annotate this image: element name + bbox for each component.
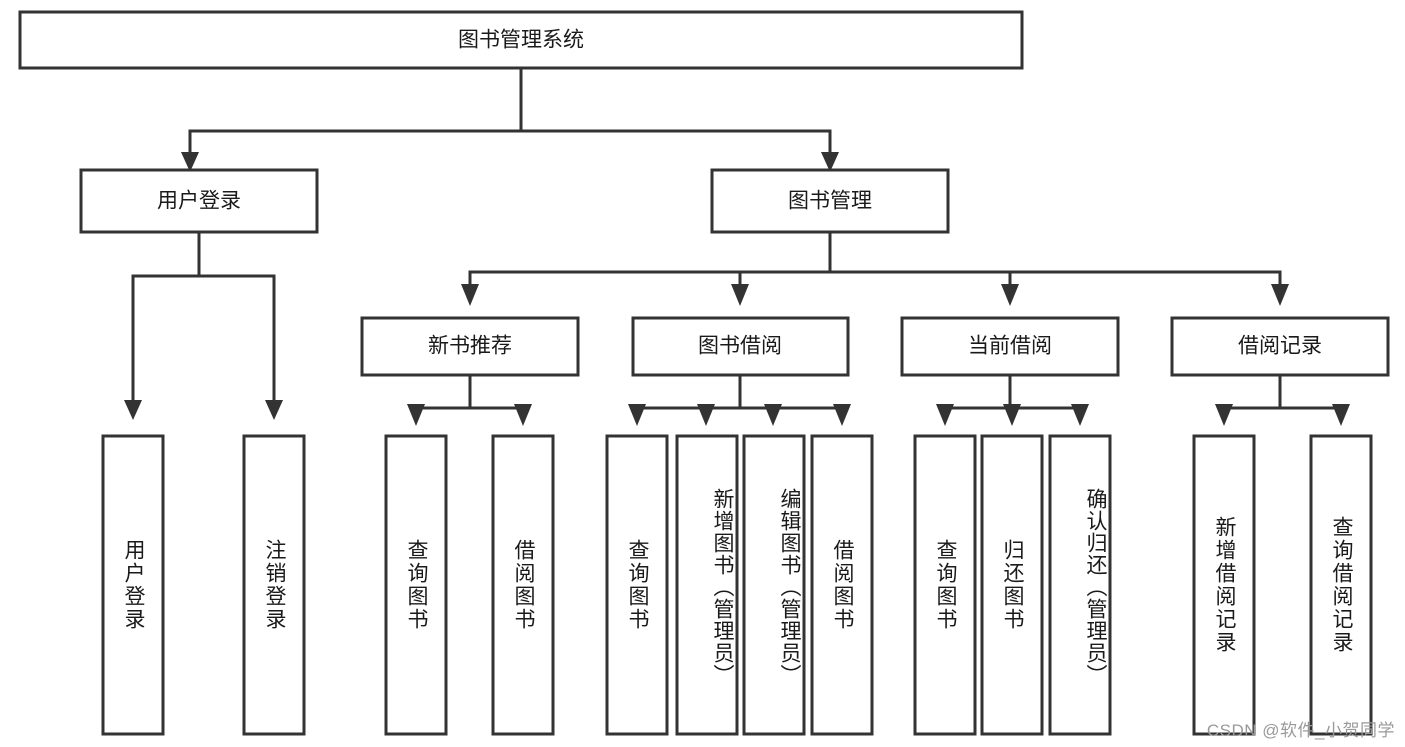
- borrow-record-box[interactable]: [1170, 316, 1390, 377]
- leaf-boxes: [101, 434, 1373, 736]
- leaf-borrow-book-2-box[interactable]: [810, 434, 874, 736]
- connector-bookmgmt-to-level3: [461, 232, 1289, 306]
- node-new-book-recommend[interactable]: 新书推荐: [360, 316, 580, 377]
- current-borrow-box[interactable]: [900, 316, 1120, 377]
- connector-root-to-level2: [181, 68, 839, 172]
- node-book-borrow[interactable]: 图书借阅: [631, 316, 850, 377]
- book-borrow-label: 图书借阅: [698, 335, 782, 358]
- leaf-query-book-2-box[interactable]: [605, 434, 669, 736]
- leaf-add-record-box[interactable]: [1192, 434, 1256, 736]
- node-book-management[interactable]: 图书管理: [710, 168, 950, 234]
- root-label: 图书管理系统: [458, 29, 584, 52]
- connector-newbook-to-leaves: [407, 375, 532, 426]
- book-management-label: 图书管理: [788, 190, 872, 213]
- leaf-edit-book-box[interactable]: [742, 434, 806, 736]
- connector-userlogin-to-leaves: [124, 232, 283, 420]
- node-user-login[interactable]: 用户登录: [79, 168, 319, 234]
- connector-borrowrecord-to-leaves: [1215, 375, 1350, 426]
- connector-currentborrow-to-leaves: [936, 375, 1089, 426]
- leaf-borrow-book-1-box[interactable]: [491, 434, 555, 736]
- new-book-recommend-label: 新书推荐: [428, 335, 512, 358]
- book-management-box[interactable]: [710, 168, 950, 234]
- leaf-return-book-box[interactable]: [980, 434, 1044, 736]
- user-login-label: 用户登录: [157, 190, 241, 213]
- leaf-logout-box[interactable]: [242, 434, 306, 736]
- csdn-watermark: CSDN @软件_小贺同学: [1206, 721, 1395, 740]
- leaf-query-book-3-box[interactable]: [913, 434, 977, 736]
- borrow-record-label: 借阅记录: [1238, 335, 1322, 358]
- book-borrow-box[interactable]: [631, 316, 850, 377]
- node-current-borrow[interactable]: 当前借阅: [900, 316, 1120, 377]
- leaf-user-login-box[interactable]: [101, 434, 165, 736]
- leaf-query-record-box[interactable]: [1309, 434, 1373, 736]
- new-book-recommend-box[interactable]: [360, 316, 580, 377]
- leaf-confirm-return-box[interactable]: [1048, 434, 1112, 736]
- node-borrow-record[interactable]: 借阅记录: [1170, 316, 1390, 377]
- node-root[interactable]: 图书管理系统: [18, 10, 1024, 70]
- connector-bookborrow-to-leaves: [628, 375, 851, 426]
- root-box[interactable]: [18, 10, 1024, 70]
- leaf-add-book-box[interactable]: [675, 434, 739, 736]
- user-login-box[interactable]: [79, 168, 319, 234]
- leaf-query-book-1-box[interactable]: [384, 434, 448, 736]
- current-borrow-label: 当前借阅: [968, 335, 1052, 358]
